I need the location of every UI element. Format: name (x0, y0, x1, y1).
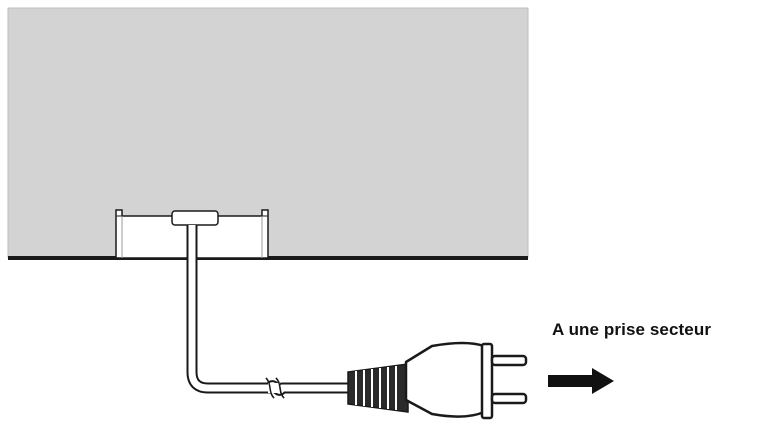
plug-icon (347, 341, 528, 420)
power-inlet (171, 210, 219, 226)
arrow-right-icon (548, 368, 614, 394)
power-cord (186, 225, 352, 399)
outlet-caption: A une prise secteur (552, 320, 712, 339)
